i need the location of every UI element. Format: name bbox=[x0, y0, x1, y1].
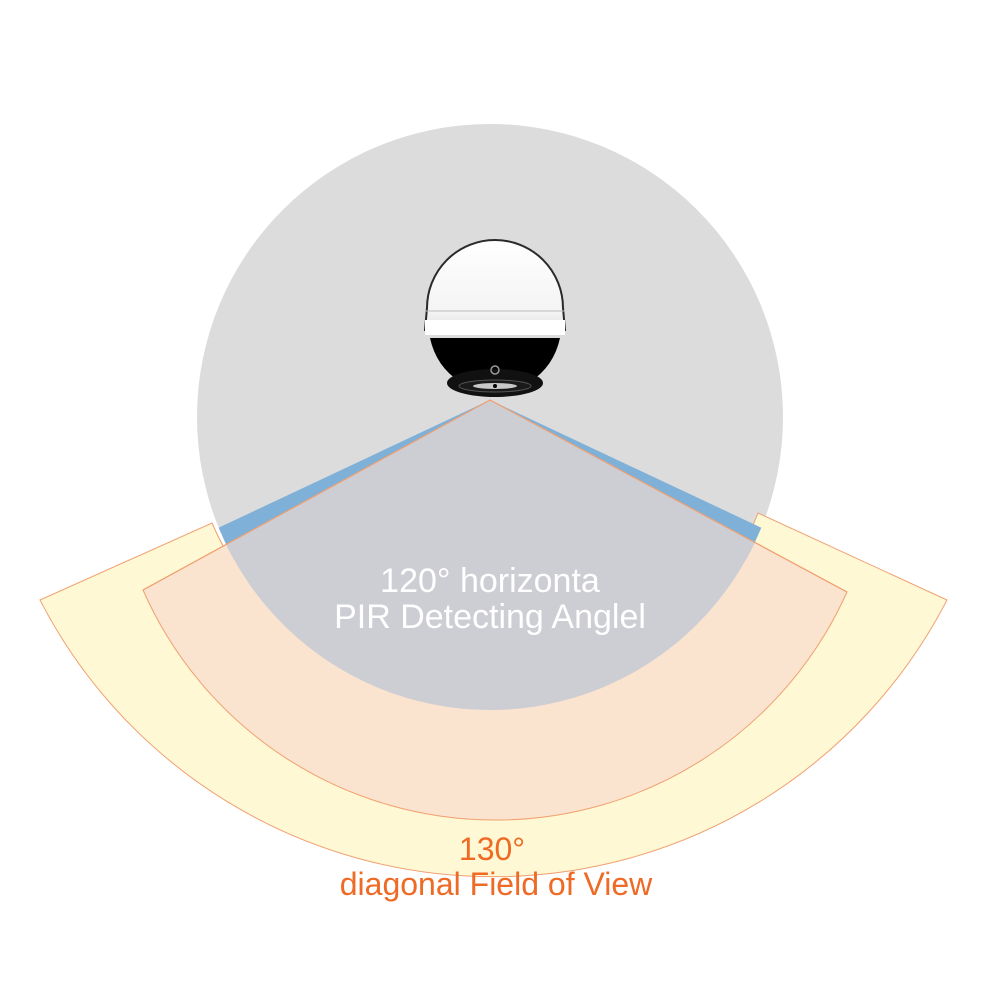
pir-angle-label: 120° horizonta bbox=[380, 562, 600, 600]
fov-edge-left bbox=[142, 399, 491, 591]
fov-edge-right bbox=[489, 399, 848, 593]
fov-overlap-area bbox=[197, 400, 783, 710]
fov-angle-label: 130° bbox=[459, 831, 525, 867]
fov-description-label: diagonal Field of View bbox=[340, 866, 653, 902]
dome-camera-icon bbox=[423, 239, 567, 397]
pir-detecting-label: PIR Detecting Anglel bbox=[334, 598, 646, 636]
overlap-group bbox=[197, 400, 783, 710]
